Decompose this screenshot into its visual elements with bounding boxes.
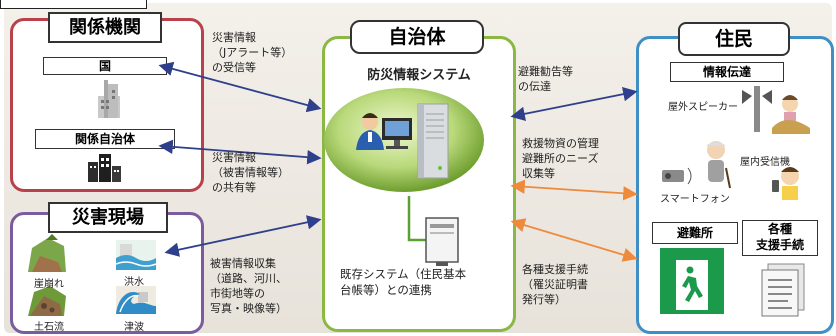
arrow-evacuation-advisory <box>510 87 638 121</box>
center-title-tab: 自治体 <box>350 20 484 54</box>
flow-share-line3: の共有等 <box>212 181 256 194</box>
outdoor-speaker-label: 屋外スピーカー <box>668 102 738 113</box>
flood-label: 洪水 <box>124 277 144 288</box>
debris-flow-label: 土石流 <box>34 322 64 333</box>
flow-receive-line1: 災害情報 <box>212 31 256 44</box>
flow-collect-line1: 被害情報収集 <box>210 257 276 270</box>
arrow-relief-management <box>510 179 638 201</box>
flow-advisory-text: 避難勧告等 の伝達 <box>518 64 573 94</box>
shelter-label: 避難所 <box>676 226 713 240</box>
flow-receive-line2: （Jアラート等） <box>212 46 293 59</box>
flow-procedures-line1: 各種支援手続 <box>522 263 588 276</box>
city-buildings-icon <box>88 154 121 182</box>
flow-relief-line3: 収集等 <box>522 167 555 180</box>
arrow-collect-damage-info <box>164 215 322 257</box>
flow-advisory-line2: の伝達 <box>518 80 551 93</box>
flood-icon <box>115 240 157 270</box>
landslide-icon <box>28 234 66 272</box>
disaster-system-icon <box>324 88 484 192</box>
flow-procedures-line2: （罹災証明書 <box>522 278 588 291</box>
flow-share-text: 災害情報 （被害情報等） の共有等 <box>212 150 289 195</box>
smartphone-user-icon <box>772 167 799 200</box>
top-tab-frame <box>0 0 147 9</box>
shelter-box: 避難所 <box>652 222 738 244</box>
tsunami-label: 津波 <box>124 322 144 333</box>
flow-relief-text: 救援物資の管理 避難所のニーズ 収集等 <box>522 136 599 181</box>
indoor-receiver-icon <box>662 167 692 185</box>
flow-share-line2: （被害情報等） <box>212 166 289 179</box>
landslide-label: 崖崩れ <box>34 279 64 290</box>
smartphone-label: スマートフォン <box>660 194 730 205</box>
flow-collect-line4: 写真・映像等） <box>210 302 287 315</box>
flow-advisory-line1: 避難勧告等 <box>518 65 573 78</box>
existing-server-icon <box>425 217 459 266</box>
related-municipality-label: 関係自治体 <box>74 132 135 146</box>
flow-receive-text: 災害情報 （Jアラート等） の受信等 <box>212 30 292 75</box>
emergency-exit-icon <box>660 248 724 314</box>
flow-procedures-line3: 発行等） <box>522 293 566 306</box>
related-municipality-box: 関係自治体 <box>35 129 175 149</box>
info-box: 情報伝達 <box>670 62 784 82</box>
existing-system-text: 既存システム（住民基本 台帳等）との連携 <box>340 266 466 298</box>
system-title: 防災情報システム <box>367 68 471 83</box>
agencies-title: 関係機関 <box>69 17 141 38</box>
info-label: 情報伝達 <box>702 65 751 79</box>
center-title: 自治体 <box>388 26 446 48</box>
debris-flow-icon <box>28 286 66 316</box>
flow-share-line1: 災害情報 <box>212 151 256 164</box>
existing-system-link <box>407 196 426 242</box>
elderly-person-icon <box>706 141 731 189</box>
site-title-tab: 災害現場 <box>48 202 168 233</box>
arrow-support-procedures <box>510 218 638 262</box>
arrow-receive-disaster-info <box>158 61 322 113</box>
procedures-box: 各種 支援手続 <box>742 220 818 256</box>
flow-relief-line2: 避難所のニーズ <box>522 152 599 165</box>
residents-title-tab: 住民 <box>678 22 790 56</box>
documents-icon <box>761 263 805 317</box>
flow-collect-line2: （道路、河川、 <box>210 272 287 285</box>
flow-relief-line1: 救援物資の管理 <box>522 137 599 150</box>
flow-collect-line3: 市街地等の <box>210 287 265 300</box>
existing-system-line2: 台帳等）との連携 <box>340 283 432 297</box>
flow-procedures-text: 各種支援手続 （罹災証明書 発行等） <box>522 262 588 307</box>
arrow-share-disaster-info <box>158 139 322 165</box>
procedures-line2: 支援手続 <box>755 238 804 252</box>
government-building-icon <box>98 80 120 118</box>
outdoor-speaker-icon <box>742 86 810 134</box>
site-title: 災害現場 <box>72 207 144 228</box>
existing-system-line1: 既存システム（住民基本 <box>340 267 467 281</box>
indoor-receiver-label: 屋内受信機 <box>740 157 790 168</box>
flow-receive-line3: の受信等 <box>212 61 256 74</box>
residents-title: 住民 <box>714 28 753 50</box>
agencies-title-tab: 関係機関 <box>48 12 162 43</box>
country-box: 国 <box>43 57 167 75</box>
tsunami-icon <box>116 286 156 314</box>
country-label: 国 <box>98 59 111 73</box>
flow-collect-text: 被害情報収集 （道路、河川、 市街地等の 写真・映像等） <box>210 256 287 316</box>
procedures-line1: 各種 <box>767 222 792 236</box>
